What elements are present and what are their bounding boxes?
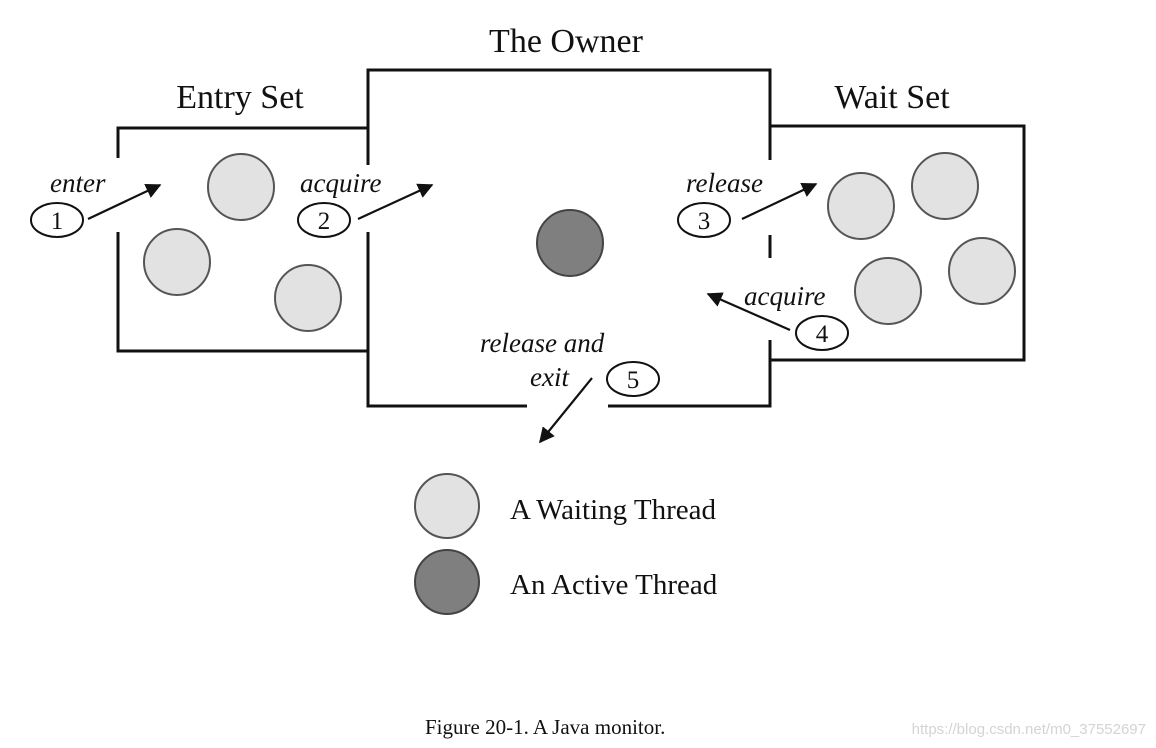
step-number: 4 xyxy=(816,321,829,348)
legend-active-swatch xyxy=(414,549,480,615)
step-number: 3 xyxy=(698,208,711,235)
step-number: 1 xyxy=(51,208,64,235)
wait-set-region: Wait Set xyxy=(770,79,1026,362)
entry-set-outline xyxy=(116,126,368,353)
step-release: release 3 xyxy=(677,168,818,238)
waiting-thread xyxy=(948,237,1016,305)
step-label-line2: exit xyxy=(530,362,570,392)
entry-set-region: Entry Set xyxy=(116,79,368,353)
enter-arrow xyxy=(87,183,162,220)
release-arrow xyxy=(741,182,818,220)
entry-set-title: Entry Set xyxy=(176,79,304,116)
step-label: release xyxy=(686,168,763,198)
waiting-thread xyxy=(827,172,895,240)
step-number: 2 xyxy=(318,208,331,235)
step-label: enter xyxy=(50,168,106,198)
owner-region: The Owner xyxy=(366,23,772,408)
exit-arrow xyxy=(539,377,593,444)
step-acquire-wait: acquire 4 xyxy=(706,281,849,351)
step-number-oval xyxy=(30,202,84,238)
step-release-exit: release and exit 5 xyxy=(480,328,660,444)
legend-active-label: An Active Thread xyxy=(510,569,718,601)
reacquire-arrow xyxy=(706,292,791,332)
owner-outline xyxy=(366,68,772,408)
figure-caption: Figure 20-1. A Java monitor. xyxy=(425,715,665,739)
step-enter: enter 1 xyxy=(30,168,162,238)
wait-set-outline xyxy=(770,124,1026,362)
step-number: 5 xyxy=(627,367,640,394)
legend-waiting-label: A Waiting Thread xyxy=(510,494,717,526)
step-number-oval xyxy=(297,202,351,238)
step-label-line1: release and xyxy=(480,328,605,358)
step-number-oval xyxy=(677,202,731,238)
step-number-oval xyxy=(795,315,849,351)
step-label: acquire xyxy=(744,281,825,311)
step-number-oval xyxy=(606,361,660,397)
waiting-thread xyxy=(911,152,979,220)
wait-set-title: Wait Set xyxy=(834,79,950,116)
step-label: acquire xyxy=(300,168,381,198)
legend-waiting-swatch xyxy=(414,473,480,539)
step-acquire-owner: acquire 2 xyxy=(297,168,434,238)
waiting-thread xyxy=(207,153,275,221)
watermark: https://blog.csdn.net/m0_37552697 xyxy=(912,721,1146,738)
waiting-thread xyxy=(143,228,211,296)
active-thread xyxy=(536,209,604,277)
legend: A Waiting Thread An Active Thread xyxy=(414,473,718,615)
waiting-thread xyxy=(274,264,342,332)
acquire-arrow xyxy=(357,183,434,220)
owner-title: The Owner xyxy=(489,23,644,60)
waiting-thread xyxy=(854,257,922,325)
